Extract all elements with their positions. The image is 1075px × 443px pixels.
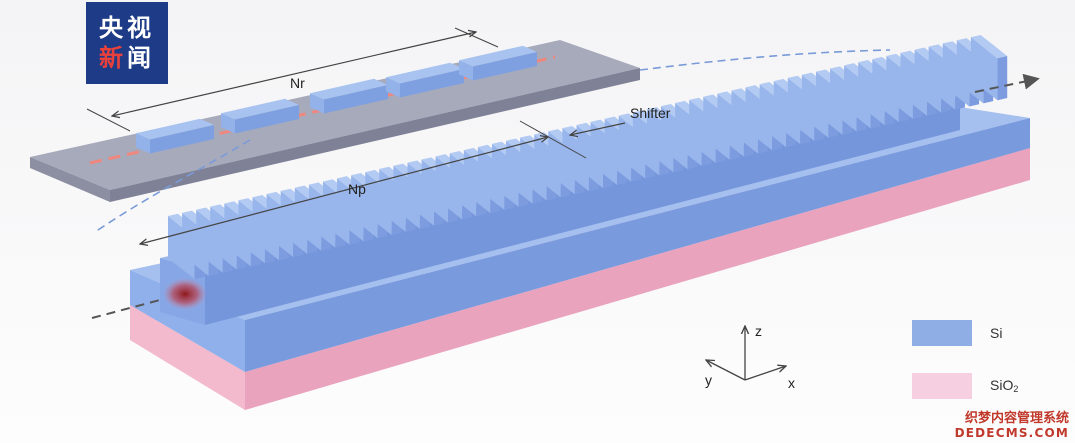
legend-sio2-subscript: 2 xyxy=(1013,384,1019,394)
np-dimension: Np xyxy=(140,120,587,244)
shifter-label: Shifter xyxy=(630,105,671,121)
nr-label: Nr xyxy=(290,75,305,91)
si-slab-front xyxy=(130,270,245,372)
sio2-front-face xyxy=(130,305,245,410)
logo-char-red: 新 xyxy=(99,44,127,72)
legend-si-label: Si xyxy=(990,325,1002,341)
logo-char-white: 闻 xyxy=(127,44,155,72)
logo-line-2: 新闻 xyxy=(99,43,155,73)
si-ridge-side xyxy=(205,98,960,325)
y-axis xyxy=(706,360,746,381)
optical-mode-spot xyxy=(163,278,207,310)
dedecms-watermark: 织梦内容管理系统 DEDECMS.COM xyxy=(955,411,1069,441)
watermark-line-2: DEDECMS.COM xyxy=(954,426,1069,440)
np-label: Np xyxy=(348,181,366,197)
legend-sio2-label: SiO2 xyxy=(990,377,1018,394)
nr-dimension: Nr xyxy=(86,27,499,132)
x-axis xyxy=(744,366,786,381)
zoom-line-upper xyxy=(639,49,891,71)
watermark-line-1: 织梦内容管理系统 xyxy=(964,411,1069,426)
legend-sio2-text: SiO xyxy=(990,377,1014,393)
output-light-arrow xyxy=(974,73,1040,93)
grating-tooth xyxy=(970,34,1008,101)
x-axis-label: x xyxy=(788,375,795,391)
legend-sio2-swatch xyxy=(912,373,972,399)
legend-si-text: Si xyxy=(990,325,1003,341)
cctv-news-logo: 央视 新闻 xyxy=(86,2,168,84)
logo-line-1: 央视 xyxy=(99,14,155,42)
y-axis-label: y xyxy=(705,372,712,388)
legend-si-swatch xyxy=(912,320,972,346)
z-axis-label: z xyxy=(755,323,762,339)
inset-plate-front xyxy=(30,157,110,202)
si-slab-side xyxy=(245,118,1030,372)
input-light-arrow xyxy=(91,299,161,319)
sio2-side-face xyxy=(245,148,1030,410)
shifter-annotation: Shifter xyxy=(570,105,671,135)
coordinate-axes: z x y xyxy=(705,323,795,391)
